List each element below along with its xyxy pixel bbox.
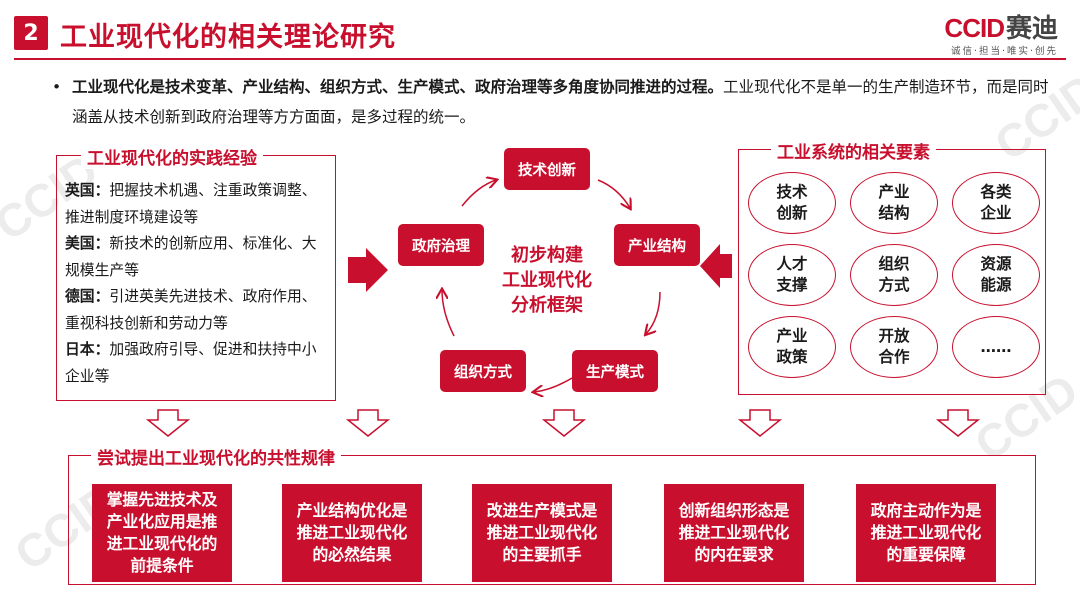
element-oval: 各类企业 [952, 172, 1040, 234]
arrow-left-icon [700, 244, 732, 288]
rule-card: 政府主动作为是推进工业现代化的重要保障 [856, 484, 996, 582]
elements-title: 工业系统的相关要素 [771, 138, 936, 163]
practice-item-de: 德国：引进英美先进技术、政府作用、重视科技创新和劳动力等 [65, 288, 317, 332]
page-title: 工业现代化的相关理论研究 [60, 22, 396, 53]
practice-item-uk: 英国：把握技术机遇、注重政策调整、推进制度环境建设等 [65, 182, 317, 226]
practice-experience-box: 工业现代化的实践经验 英国：把握技术机遇、注重政策调整、推进制度环境建设等 美国… [56, 144, 336, 401]
intro-text: 工业现代化不是单一的生产制造环节，而是同时涵盖从技术创新到政府治理等方方面面，是… [72, 78, 1049, 126]
logo-latin: CCID [944, 13, 1005, 43]
practice-item-us: 美国：新技术的创新应用、标准化、大规模生产等 [65, 235, 317, 279]
intro-paragraph: • 工业现代化是技术变革、产业结构、组织方式、生产模式、政府治理等多角度协同推进… [52, 72, 1052, 132]
element-oval: 产业结构 [850, 172, 938, 234]
cycle-center-label: 初步构建 工业现代化 分析框架 [502, 245, 592, 316]
node-production-mode: 生产模式 [572, 350, 658, 392]
down-arrow-icon [345, 409, 391, 437]
section-number-badge: 2 [14, 16, 48, 50]
cycle-arrow [461, 180, 496, 207]
rule-card: 创新组织形态是推进工业现代化的内在要求 [664, 484, 804, 582]
cycle-arrow [597, 179, 630, 208]
node-industry-structure: 产业结构 [614, 224, 700, 266]
cycle-arrow [442, 290, 455, 337]
rule-card: 改进生产模式是推进工业现代化的主要抓手 [472, 484, 612, 582]
down-arrow-icon [935, 409, 981, 437]
rule-card: 产业结构优化是推进工业现代化的必然结果 [282, 484, 422, 582]
down-arrow-icon [737, 409, 783, 437]
rule-card: 掌握先进技术及产业化应用是推进工业现代化的前提条件 [92, 484, 232, 582]
node-government-governance: 政府治理 [398, 224, 484, 266]
element-oval: …… [952, 316, 1040, 378]
practice-title: 工业现代化的实践经验 [81, 144, 263, 169]
rules-title: 尝试提出工业现代化的共性规律 [91, 444, 341, 469]
element-oval: 开放合作 [850, 316, 938, 378]
node-tech-innovation: 技术创新 [504, 148, 590, 190]
intro-bold: 工业现代化是技术变革、产业结构、组织方式、生产模式、政府治理等多角度协同推进的过… [72, 78, 724, 96]
node-organization-mode: 组织方式 [440, 350, 526, 392]
element-oval: 技术创新 [748, 172, 836, 234]
down-arrows [145, 409, 981, 437]
cycle-arrow [534, 377, 573, 392]
bullet-icon: • [52, 78, 62, 96]
header-divider [14, 58, 1066, 60]
cycle-arrow [646, 291, 661, 334]
logo-chinese: 赛迪 [1005, 13, 1058, 43]
element-oval: 组织方式 [850, 244, 938, 306]
arrow-right-icon [348, 248, 388, 292]
ccid-logo: CCID赛迪 诚信·担当·唯实·创先 [944, 14, 1058, 57]
down-arrow-icon [145, 409, 191, 437]
down-arrow-icon [541, 409, 587, 437]
system-elements-box: 工业系统的相关要素 [738, 138, 1046, 395]
practice-item-jp: 日本：加强政府引导、促进和扶持中小企业等 [65, 341, 317, 385]
element-oval: 资源能源 [952, 244, 1040, 306]
common-rules-box: 尝试提出工业现代化的共性规律 [68, 444, 1036, 585]
element-oval: 人才支撑 [748, 244, 836, 306]
element-oval: 产业政策 [748, 316, 836, 378]
logo-tagline: 诚信·担当·唯实·创先 [950, 46, 1058, 57]
